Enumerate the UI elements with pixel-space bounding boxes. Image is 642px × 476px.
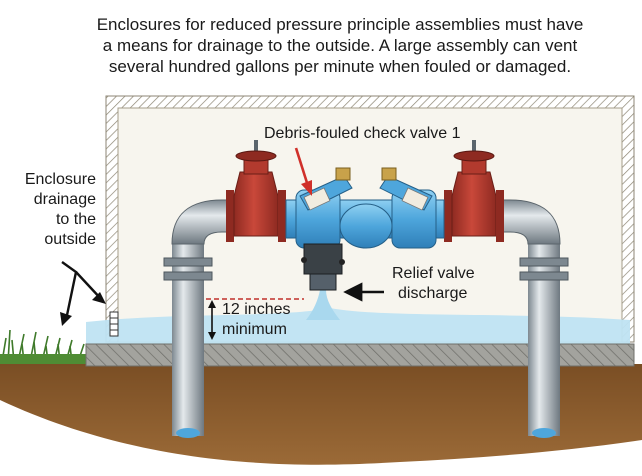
clearance-label-line: 12 inches: [222, 301, 291, 318]
relief-valve: [301, 243, 345, 291]
caption-line: a means for drainage to the outside. A l…: [102, 36, 578, 55]
soil: [0, 364, 642, 465]
backflow-assembly: [285, 167, 445, 249]
inlet-gate-valve: [226, 140, 286, 242]
outlet-gate-valve: [444, 140, 504, 242]
drainage-label: Enclosure drainage to the outside: [2, 170, 96, 250]
drainage-label-line: drainage: [33, 191, 96, 208]
relief-valve-label: Relief valve discharge: [392, 264, 475, 304]
relief-label-line: discharge: [398, 285, 468, 302]
check-valve-label: Debris-fouled check valve 1: [264, 125, 461, 142]
caption-line: Enclosures for reduced pressure principl…: [96, 15, 584, 34]
drainage-label-line: to the: [55, 211, 96, 228]
clearance-label-line: minimum: [222, 321, 287, 338]
concrete-slab: [85, 343, 635, 367]
drainage-label-line: Enclosure: [24, 171, 96, 188]
water-pool: [86, 308, 630, 344]
clearance-label: 12 inches minimum: [222, 300, 291, 340]
relief-discharge-stream: [306, 290, 340, 320]
drainage-label-line: outside: [44, 231, 96, 248]
relief-label-line: Relief valve: [392, 265, 475, 282]
red-pointer-arrow: [294, 147, 312, 196]
drainage-arrows: [60, 261, 106, 326]
diagram-caption: Enclosures for reduced pressure principl…: [40, 14, 640, 77]
inlet-riser-pipe: [172, 240, 204, 436]
grass-base: [0, 354, 88, 364]
caption-line: several hundred gallons per minute when …: [108, 57, 572, 76]
outlet-riser-pipe: [528, 240, 560, 436]
